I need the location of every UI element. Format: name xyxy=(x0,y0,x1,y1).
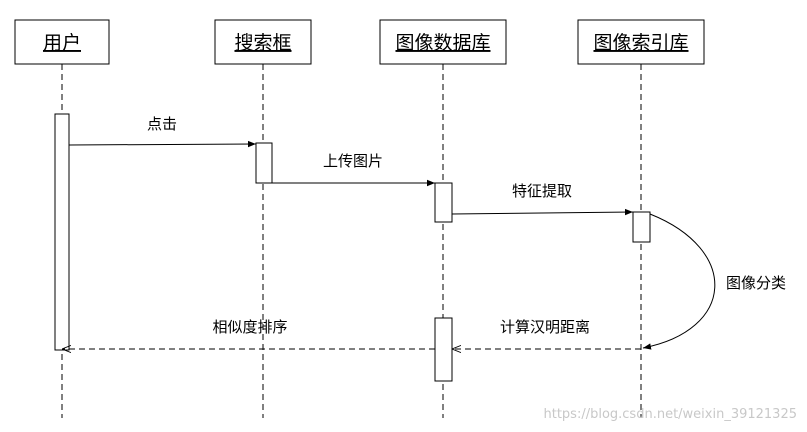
message-hamming-label: 计算汉明距离 xyxy=(500,318,590,336)
actor-imagedb-label: 图像数据库 xyxy=(395,32,490,54)
actor-imagedb: 图像数据库 xyxy=(379,19,507,65)
actor-user-label: 用户 xyxy=(43,32,81,54)
message-classify-arrow xyxy=(642,213,716,350)
message-classify-label: 图像分类 xyxy=(726,274,786,292)
activation-imageindex xyxy=(632,211,651,243)
activation-imagedb-2 xyxy=(434,317,453,382)
message-click-label: 点击 xyxy=(147,115,177,133)
activation-user xyxy=(54,113,70,351)
actor-imageindex: 图像索引库 xyxy=(577,19,705,65)
activation-imagedb-1 xyxy=(434,182,453,223)
message-upload-label: 上传图片 xyxy=(323,152,383,170)
actor-searchbox-label: 搜索框 xyxy=(234,32,291,54)
message-extract-label: 特征提取 xyxy=(512,182,572,200)
actor-user: 用户 xyxy=(14,19,110,65)
message-rank-label: 相似度排序 xyxy=(212,318,287,336)
actor-imageindex-label: 图像索引库 xyxy=(593,32,688,54)
watermark-text: https://blog.csdn.net/weixin_39121325 xyxy=(543,407,797,422)
activation-searchbox xyxy=(255,142,273,184)
message-extract-arrow xyxy=(451,208,634,216)
message-click-arrow xyxy=(68,140,257,148)
actor-searchbox: 搜索框 xyxy=(214,19,312,65)
